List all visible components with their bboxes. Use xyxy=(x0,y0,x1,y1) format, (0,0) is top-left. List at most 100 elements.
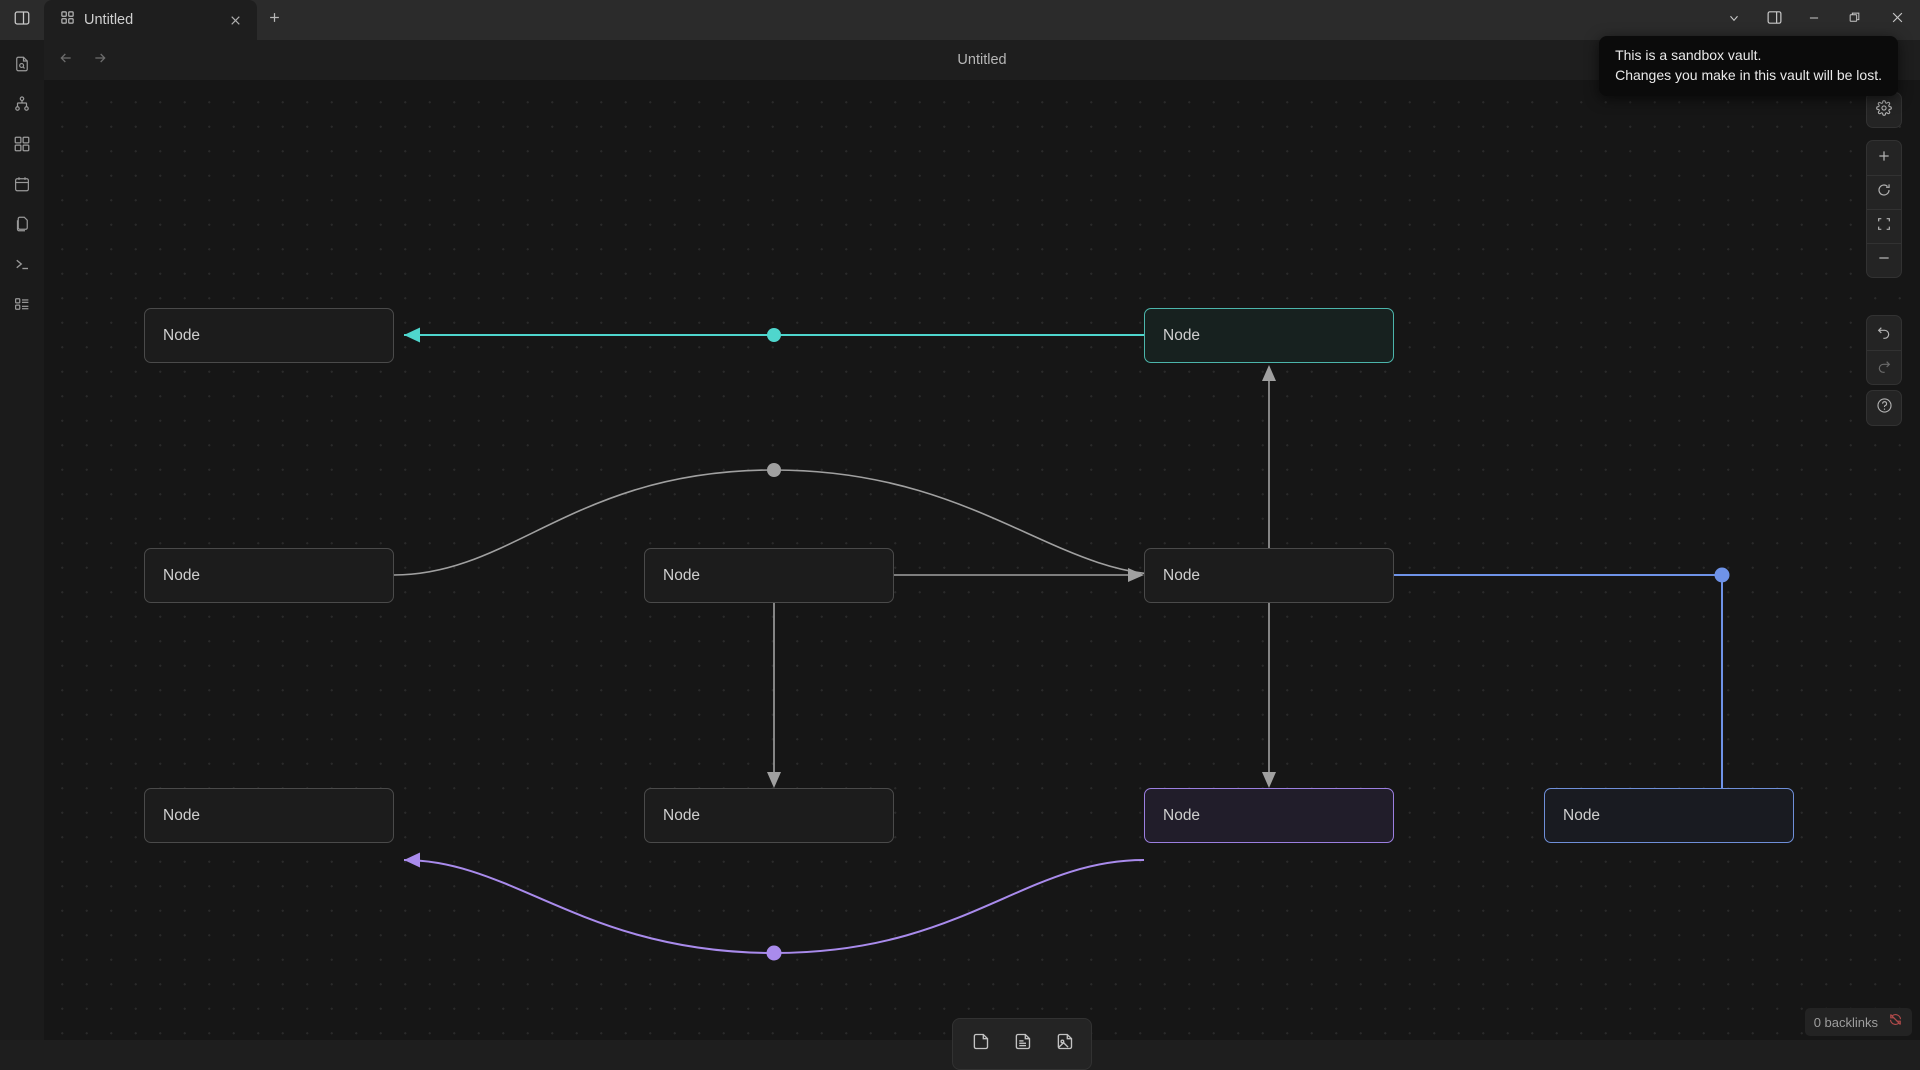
canvas-icon xyxy=(60,10,75,30)
edge-purple-curve xyxy=(403,859,1145,955)
close-icon xyxy=(1890,10,1905,30)
plus-icon xyxy=(1876,148,1892,169)
right-sidebar-toggle-button[interactable] xyxy=(1754,0,1794,40)
canvas-node-label: Node xyxy=(163,566,201,584)
canvas-node[interactable]: Node xyxy=(1544,788,1794,843)
canvas-node[interactable]: Node xyxy=(1144,308,1394,363)
canvas-node[interactable]: Node xyxy=(644,788,894,843)
sidebar-toggle-button[interactable] xyxy=(0,0,44,40)
redo-button[interactable] xyxy=(1867,350,1901,384)
canvas-node[interactable]: Node xyxy=(1144,548,1394,603)
maximize-icon xyxy=(1848,11,1861,29)
canvas-help-group xyxy=(1866,390,1902,426)
tab-untitled[interactable]: Untitled xyxy=(44,0,257,40)
ribbon-item-canvas[interactable] xyxy=(6,130,38,162)
ribbon-item-terminal[interactable] xyxy=(6,250,38,282)
canvas-surface[interactable]: Node Node Node Node Node Node Node Node … xyxy=(44,80,1920,1040)
ribbon-item-outline[interactable] xyxy=(6,290,38,322)
edge-blue xyxy=(1394,574,1723,805)
forward-button[interactable] xyxy=(86,46,114,74)
edge-teal-arrow xyxy=(404,327,420,343)
canvas-node-label: Node xyxy=(1163,566,1201,584)
edge-grey-n7-n4-arrow xyxy=(767,772,781,788)
notice-line-1: This is a sandbox vault. xyxy=(1615,47,1762,63)
add-image-button[interactable] xyxy=(1045,1025,1083,1063)
status-bar: 0 backlinks xyxy=(1804,1008,1912,1036)
backlinks-count[interactable]: 0 backlinks xyxy=(1813,1014,1878,1030)
ribbon-item-quick-switcher[interactable] xyxy=(6,50,38,82)
gear-icon xyxy=(1876,99,1892,121)
minimize-button[interactable] xyxy=(1794,0,1834,40)
canvas-node-label: Node xyxy=(663,566,701,584)
canvas-node[interactable]: Node xyxy=(644,548,894,603)
canvas-node-label: Node xyxy=(163,806,201,824)
notice-line-2: Changes you make in this vault will be l… xyxy=(1615,66,1882,83)
canvas-settings-button[interactable] xyxy=(1867,93,1901,127)
canvas-node-label: Node xyxy=(1163,326,1201,344)
calendar-icon xyxy=(13,175,31,198)
workspace: Untitled xyxy=(44,40,1920,1070)
minimize-icon xyxy=(1807,11,1821,30)
fit-screen-icon xyxy=(1876,216,1892,237)
title-bar: Untitled xyxy=(0,0,1920,40)
canvas-node-label: Node xyxy=(1563,806,1601,824)
redo-icon xyxy=(1876,357,1892,378)
sandbox-notice[interactable]: This is a sandbox vault. Changes you mak… xyxy=(1599,36,1898,96)
card-toolbar xyxy=(952,1018,1092,1070)
tab-title: Untitled xyxy=(84,12,134,28)
edge-grey-n4-n5-arrow xyxy=(1128,568,1144,582)
edge-grey-n5-n8-arrow xyxy=(1262,772,1276,788)
left-ribbon xyxy=(0,40,44,1040)
edge-blue-handle xyxy=(1714,567,1730,583)
file-search-icon xyxy=(13,55,31,78)
copy-files-icon xyxy=(13,215,31,238)
zoom-to-fit-button[interactable] xyxy=(1867,209,1901,243)
canvas-edges xyxy=(393,327,1730,961)
zoom-reset-button[interactable] xyxy=(1867,175,1901,209)
graph-icon xyxy=(13,95,31,118)
navigation-buttons xyxy=(44,46,114,74)
undo-button[interactable] xyxy=(1867,316,1901,350)
sync-disabled-icon[interactable] xyxy=(1888,1012,1903,1032)
canvas-node[interactable]: Node xyxy=(144,308,394,363)
canvas-node[interactable]: Node xyxy=(144,548,394,603)
back-button[interactable] xyxy=(52,46,80,74)
ribbon-item-daily-note[interactable] xyxy=(6,170,38,202)
add-card-button[interactable] xyxy=(961,1025,999,1063)
new-tab-button[interactable] xyxy=(257,0,291,40)
chevron-down-icon xyxy=(1727,11,1741,30)
edge-grey-n5-n2-arrow xyxy=(1262,365,1276,381)
canvas-node[interactable]: Node xyxy=(1144,788,1394,843)
list-icon xyxy=(13,295,31,318)
edge-grey-curve-handle xyxy=(767,463,781,477)
text-note-icon xyxy=(1012,1031,1033,1057)
plus-icon xyxy=(267,10,282,30)
canvas-icon xyxy=(13,135,31,158)
edge-purple-handle xyxy=(766,945,782,961)
canvas-node-label: Node xyxy=(1163,806,1201,824)
zoom-in-button[interactable] xyxy=(1867,141,1901,175)
ribbon-item-graph-view[interactable] xyxy=(6,90,38,122)
tab-list-button[interactable] xyxy=(1714,0,1754,40)
maximize-button[interactable] xyxy=(1834,0,1874,40)
arrow-right-icon xyxy=(92,50,108,71)
canvas-node-label: Node xyxy=(163,326,201,344)
zoom-out-button[interactable] xyxy=(1867,243,1901,277)
help-button[interactable] xyxy=(1867,391,1901,425)
tab-close-icon[interactable] xyxy=(223,8,247,32)
blank-card-icon xyxy=(970,1031,991,1057)
ribbon-item-templates[interactable] xyxy=(6,210,38,242)
minus-icon xyxy=(1876,250,1892,271)
canvas-node[interactable]: Node xyxy=(144,788,394,843)
titlebar-drag-region xyxy=(291,0,1714,40)
close-button[interactable] xyxy=(1874,0,1920,40)
canvas-zoom-group xyxy=(1866,140,1902,278)
question-circle-icon xyxy=(1876,397,1893,419)
arrow-left-icon xyxy=(58,50,74,71)
sidebar-toggle-icon xyxy=(13,9,31,32)
edge-teal-handle xyxy=(767,328,781,342)
add-note-button[interactable] xyxy=(1003,1025,1041,1063)
image-card-icon xyxy=(1054,1031,1075,1057)
window-controls xyxy=(1714,0,1920,40)
canvas-node-label: Node xyxy=(663,806,701,824)
